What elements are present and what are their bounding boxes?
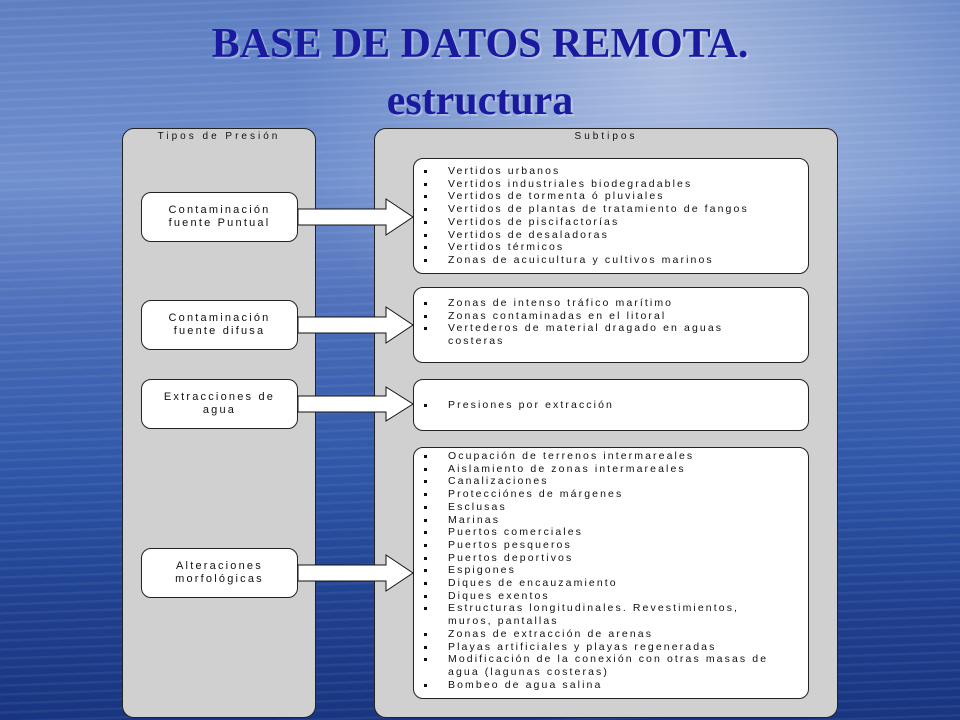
subtype-item: Vertidos de desaladoras: [418, 229, 808, 242]
subtype-item: Canalizaciones: [418, 475, 808, 488]
subtype-item: Vertidos industriales biodegradables: [418, 178, 808, 191]
category-label-line: agua: [202, 404, 237, 416]
category-label-line: morfológicas: [175, 573, 264, 585]
arrow-4: [297, 554, 414, 592]
subtype-item: Aislamiento de zonas intermareales: [418, 463, 808, 476]
subtypes-header: Subtipos: [574, 131, 638, 142]
subtype-item: Marinas: [418, 514, 808, 527]
subtype-item: Puertos pesqueros: [418, 539, 808, 552]
title-line-1: BASE DE DATOS REMOTA.: [211, 21, 749, 67]
subtype-item: Vertidos urbanos: [418, 165, 808, 178]
arrow-1: [297, 198, 414, 236]
subtype-item: Vertederos de material dragado en aguas …: [418, 322, 808, 347]
subtypes-box-water-extraction: Presiones por extracción: [413, 379, 809, 431]
subtype-item: Bombeo de agua salina: [418, 679, 808, 692]
subtype-item: Zonas de acuicultura y cultivos marinos: [418, 254, 808, 267]
subtype-item: Espigones: [418, 564, 808, 577]
arrow-3: [297, 386, 414, 422]
category-label-line: Contaminación: [168, 312, 271, 324]
subtypes-box-point-source: Vertidos urbanos Vertidos industriales b…: [413, 158, 809, 274]
subtype-item: Vertidos de plantas de tratamiento de fa…: [418, 203, 808, 216]
subtype-item: Presiones por extracción: [418, 399, 614, 412]
subtype-item: Protecciónes de márgenes: [418, 488, 808, 501]
subtype-item: Modificación de la conexión con otras ma…: [418, 653, 808, 678]
pressure-types-header: Tipos de Presión: [157, 131, 281, 142]
subtypes-box-morphological: Ocupación de terrenos intermareales Aisl…: [413, 447, 809, 699]
subtype-item: Diques exentos: [418, 590, 808, 603]
category-label-line: fuente Puntual: [168, 217, 271, 229]
category-label-line: fuente difusa: [173, 325, 266, 337]
category-label-line: Alteraciones: [176, 560, 263, 572]
subtype-item: Vertidos de tormenta ó pluviales: [418, 190, 808, 203]
subtype-item: Zonas de intenso tráfico marítimo: [418, 297, 808, 310]
category-label-line: Contaminación: [168, 204, 271, 216]
subtype-item: Puertos comerciales: [418, 526, 808, 539]
subtype-item: Zonas de extracción de arenas: [418, 628, 808, 641]
subtype-item: Vertidos de piscifactorías: [418, 216, 808, 229]
subtype-item: Diques de encauzamiento: [418, 577, 808, 590]
subtype-item: Ocupación de terrenos intermareales: [418, 450, 808, 463]
category-label-line: Extracciones de: [163, 391, 276, 403]
arrow-2: [297, 306, 414, 344]
subtype-item: Vertidos térmicos: [418, 241, 808, 254]
subtype-item: Playas artificiales y playas regeneradas: [418, 641, 808, 654]
subtype-item: Estructuras longitudinales. Revestimient…: [418, 602, 808, 627]
title-line-2: estructura: [386, 78, 574, 124]
subtype-item: Esclusas: [418, 501, 808, 514]
subtypes-box-diffuse-source: Zonas de intenso tráfico marítimo Zonas …: [413, 287, 809, 363]
subtype-item: Zonas contaminadas en el litoral: [418, 310, 808, 323]
subtype-item: Puertos deportivos: [418, 552, 808, 565]
